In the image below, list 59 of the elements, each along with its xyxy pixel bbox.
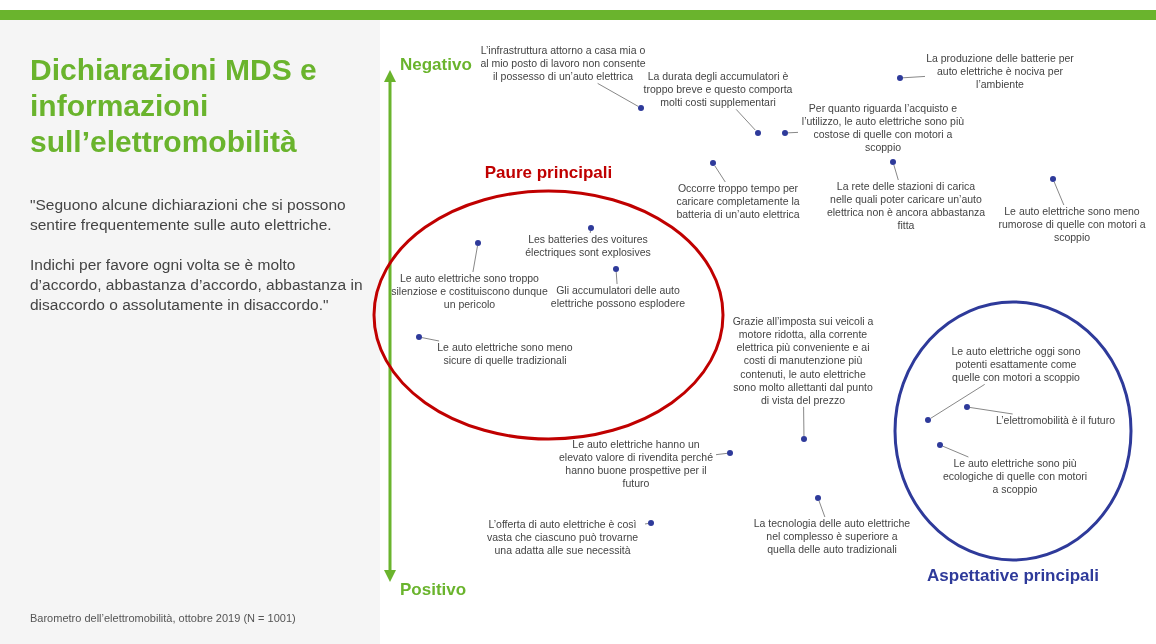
statement-text: Le auto elettriche sono troppo silenziose e costituiscono dunque un pericolo [387,272,552,312]
leader-line [902,75,926,79]
statement-text: Les batteries des voitures électriques sont explosives [513,233,663,260]
axis-label: Positivo [400,580,467,600]
data-point [588,225,594,231]
leader-line [421,337,440,342]
leader-line [597,82,639,107]
leader-line [644,523,649,525]
leader-line [930,383,986,419]
data-point [890,159,896,165]
data-point [925,417,931,423]
intro-text: Indichi per favore ogni volta se è molto d’accordo, abbastanza d’accordo, abbastanza in disaccordo o assolutamente in disaccordo." [30,255,364,316]
data-point [755,130,761,136]
data-point [937,442,943,448]
source-note: Barometro dell’elettromobilità, ottobre 2019 (N = 1001) [30,612,297,626]
data-point [727,450,733,456]
data-point [801,436,807,442]
statement-text: Le auto elettriche sono meno rumorose di quelle con motori a scoppio [992,205,1152,245]
intro-text: "Seguono alcune dichiarazioni che si possono sentire frequentemente sulle auto elettriche. [30,195,347,236]
statement-text: La produzione delle batterie per auto elettriche è nociva per l’ambiente [925,52,1075,92]
leader-line [615,271,618,285]
statement-text: Grazie all’imposta sui veicoli a motore ridotta, alla corrente elettrica più conveniente e ai costi di manutenzione più contenuti, le auto elettriche sono molto allettanti dal punto di vista del prezzo [728,315,878,407]
data-point [1050,176,1056,182]
axis-label: Negativo [400,55,472,75]
data-point [613,266,619,272]
data-point [638,105,644,111]
statement-text: Per quanto riguarda l’acquisto e l’utilizzo, le auto elettriche sono più costose di quelle con motori a scoppio [798,102,968,155]
statement-text: Le auto elettriche hanno un elevato valore di rivendita perché hanno buone prospettive per il futuro [556,438,716,491]
data-point [815,495,821,501]
group-heading: Paure principali [483,163,614,183]
statement-text: Le auto elettriche oggi sono potenti esattamente come quelle con motori a scoppio [941,345,1091,385]
leader-line [818,500,826,518]
leader-line [714,165,726,183]
data-point [475,240,481,246]
data-point [964,404,970,410]
group-heading: Aspettative principali [926,566,1100,586]
leader-line [969,406,1014,415]
statement-text: Le auto elettriche sono più ecologiche di quelle con motori a scoppio [940,457,1090,497]
leader-line [942,445,969,458]
statement-text: Occorre troppo tempo per caricare completamente la batteria di un’auto elettrica [663,182,813,222]
leader-line [735,108,756,131]
data-point [710,160,716,166]
leader-line [1053,181,1065,206]
leader-line [715,452,728,456]
leader-line [893,164,899,181]
statement-text: Le auto elettriche sono meno sicure di quelle tradizionali [430,341,580,368]
data-point [648,520,654,526]
leader-line [472,245,478,273]
statement-text: L’elettromobilità è il futuro [993,414,1118,428]
data-point [897,75,903,81]
slide-title: Dichiarazioni MDS e informazioni sull’elettromobilità [30,52,318,160]
leader-line [589,230,591,234]
leader-line [803,406,805,437]
statement-text: L’offerta di auto elettriche è così vasta che ciascuno può trovarne una adatta alle sue necessità [480,518,645,558]
statement-text: La tecnologia delle auto elettriche nel complesso è superiore a quella delle auto tradizionali [752,517,912,557]
data-point [782,130,788,136]
leader-line [787,131,799,134]
statement-text: La rete delle stazioni di carica nelle quali poter caricare un’auto elettrica non è ancora abbastanza fitta [826,180,986,233]
data-point [416,334,422,340]
